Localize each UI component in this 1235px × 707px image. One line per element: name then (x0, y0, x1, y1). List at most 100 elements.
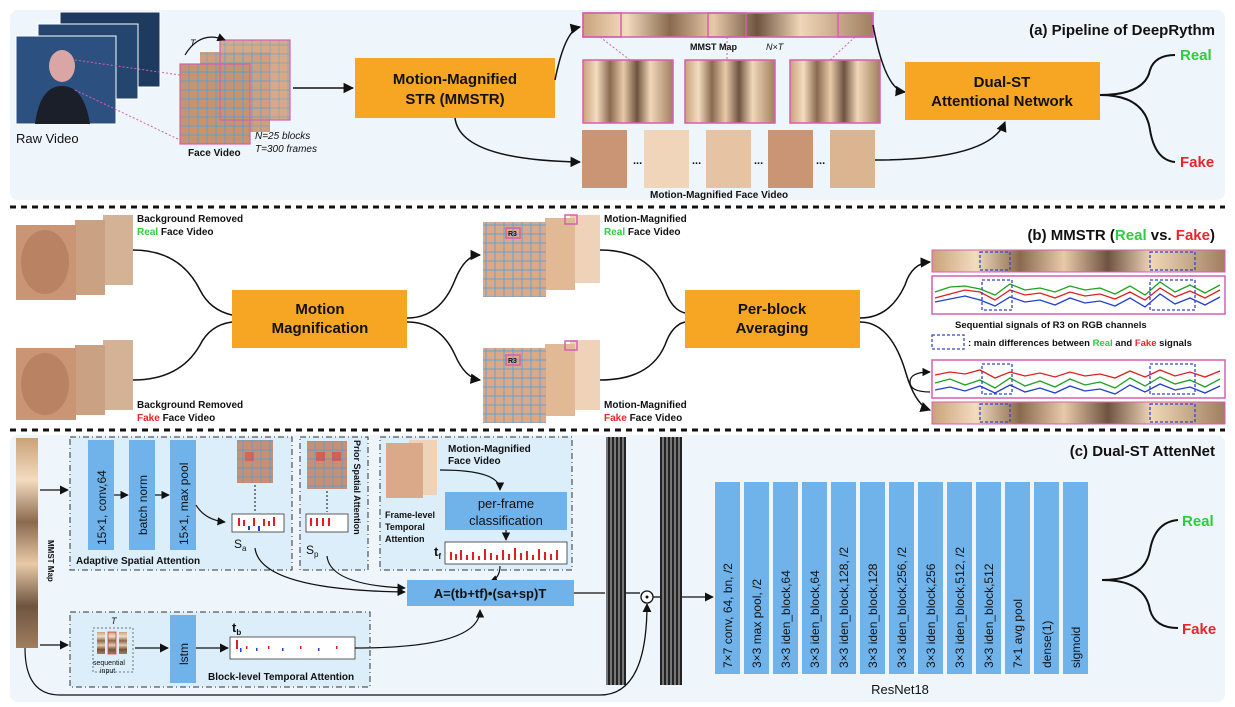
sa-sub: a (242, 544, 247, 553)
mmst-map-strip (582, 12, 874, 38)
resnet-layer-1 (744, 482, 769, 674)
section-b-title-fake: Fake (1176, 227, 1210, 244)
resnet-layer-label-5: 3×3 iden_block,128 (866, 563, 880, 668)
mm-fake-suffix: Face Video (627, 413, 682, 424)
maxpool-label: 15×1, max pool (177, 463, 191, 545)
feature-map-b (660, 437, 682, 685)
frame-level-2: Temporal (385, 522, 425, 532)
mm-real-prefix: Motion-Magnified (604, 214, 687, 225)
formula-box (407, 580, 574, 606)
mmstr-line2: STR (MMSTR) (405, 91, 504, 108)
mm-fake-face-stack (483, 340, 600, 423)
resnet-layer-0 (715, 482, 740, 674)
sa-symbol: S (234, 537, 242, 551)
tf-symbol: t (434, 544, 439, 559)
section-a-real: Real (1180, 47, 1212, 64)
section-b-title-vs: vs. (1147, 227, 1176, 244)
mm-real-suffix: Face Video (625, 227, 680, 238)
block-level-label: Block-level Temporal Attention (208, 672, 354, 683)
sp-sub: p (314, 550, 319, 559)
dots-3: ... (754, 155, 763, 167)
frame-level-face (386, 443, 423, 498)
resnet-layer-10 (1005, 482, 1030, 674)
bn-label: batch norm (136, 475, 150, 535)
face-t-symbol: T (190, 38, 197, 48)
resnet-layer-label-6: 3×3 iden_block,256, /2 (895, 547, 909, 668)
section-b-title-real: Real (1115, 227, 1147, 244)
tb-label: tb (232, 620, 241, 637)
sa-bars (231, 513, 285, 533)
real-word: Real (137, 227, 158, 238)
frame-mm-line2: Face Video (448, 456, 501, 467)
motion-mag-line1: Motion (295, 301, 344, 318)
mmst-map-vertical (16, 438, 38, 648)
legend-prefix: : main differences between (968, 338, 1093, 349)
maxpool-block (170, 440, 196, 550)
formula-text: A=(tb+tf)•(sa+sp)T (434, 586, 547, 601)
frame-mm-line1: Motion-Magnified (448, 444, 531, 455)
perframe-line1: per-frame (478, 496, 534, 511)
nxt-label: N×T (766, 42, 785, 52)
tf-sub: f (438, 552, 441, 561)
mm-real-face-stack (483, 214, 600, 297)
section-a-title: (a) Pipeline of DeepRythm (1029, 22, 1215, 39)
real-face-stack (16, 215, 133, 300)
resnet-label: ResNet18 (871, 682, 929, 697)
bn-block (129, 440, 155, 550)
sa-label: Sa (234, 537, 247, 553)
seq-input-1: sequential (93, 660, 125, 667)
lstm-label: lstm (177, 643, 191, 665)
tf-bars (444, 541, 568, 565)
dual-st-line2: Attentional Network (931, 93, 1073, 110)
mm-real-label: Real Face Video (604, 227, 681, 238)
resnet-layer-label-12: sigmoid (1069, 627, 1083, 668)
resnet-layer-label-1: 3×3 max pool, /2 (750, 579, 764, 668)
per-block-box (685, 290, 860, 348)
legend-suffix: signals (1157, 338, 1192, 349)
section-c-fake: Fake (1182, 621, 1216, 638)
bg-removed-real: Background Removed (137, 214, 243, 225)
bg-removed-fake: Background Removed (137, 400, 243, 411)
dots-2: ... (692, 155, 701, 167)
adaptive-label: Adaptive Spatial Attention (76, 556, 200, 567)
resnet-layer-label-3: 3×3 iden_block,64 (808, 570, 822, 668)
n-blocks-label: N=25 blocks (255, 131, 310, 142)
conv-label: 15×1, conv,64 (95, 470, 109, 545)
section-c-real: Real (1182, 513, 1214, 530)
section-c-title: (c) Dual-ST AttenNet (1070, 443, 1215, 460)
t-frames-label: T=300 frames (255, 144, 317, 155)
dots-4: ... (816, 155, 825, 167)
mmst-map-vertical-label: MMST Map (46, 540, 55, 582)
face-video-label: Face Video (188, 148, 241, 159)
face-video-stack (179, 33, 291, 145)
seq-input-2: input (100, 668, 115, 675)
conv-block (88, 440, 114, 550)
resnet-layer-label-10: 7×1 avg pool (1011, 599, 1025, 668)
frame-level-3: Attention (385, 534, 425, 544)
real-signal-strip (931, 249, 1226, 273)
per-block-line1: Per-block (738, 301, 807, 318)
legend-fake: Fake (1135, 338, 1157, 349)
legend-real: Real (1093, 338, 1113, 349)
dual-st-line1: Dual-ST (974, 74, 1031, 91)
resnet-layer-8 (947, 482, 972, 674)
real-face-video-label: Real Face Video (137, 227, 214, 238)
fake-face-video-suffix: Face Video (160, 413, 215, 424)
mm-real-word: Real (604, 227, 625, 238)
legend-text: : main differences between Real and Fake… (968, 338, 1192, 349)
resnet-layer-12 (1063, 482, 1088, 674)
resnet-layer-label-4: 3×3 iden_block,128, /2 (837, 547, 851, 668)
resnet-layer-11 (1034, 482, 1059, 674)
resnet-layer-9 (976, 482, 1001, 674)
tb-sub: b (236, 628, 241, 637)
section-b-title-prefix: (b) MMSTR ( (1027, 227, 1114, 244)
resnet-layer-label-9: 3×3 iden_block,512 (982, 563, 996, 668)
resnet-layer-label-8: 3×3 iden_block,512, /2 (953, 547, 967, 668)
mag-strip-1 (582, 59, 674, 124)
mm-fake-word: Fake (604, 413, 627, 424)
r3-fake: R3 (508, 358, 517, 365)
perframe-box (445, 492, 567, 530)
fake-face-stack (16, 340, 133, 420)
